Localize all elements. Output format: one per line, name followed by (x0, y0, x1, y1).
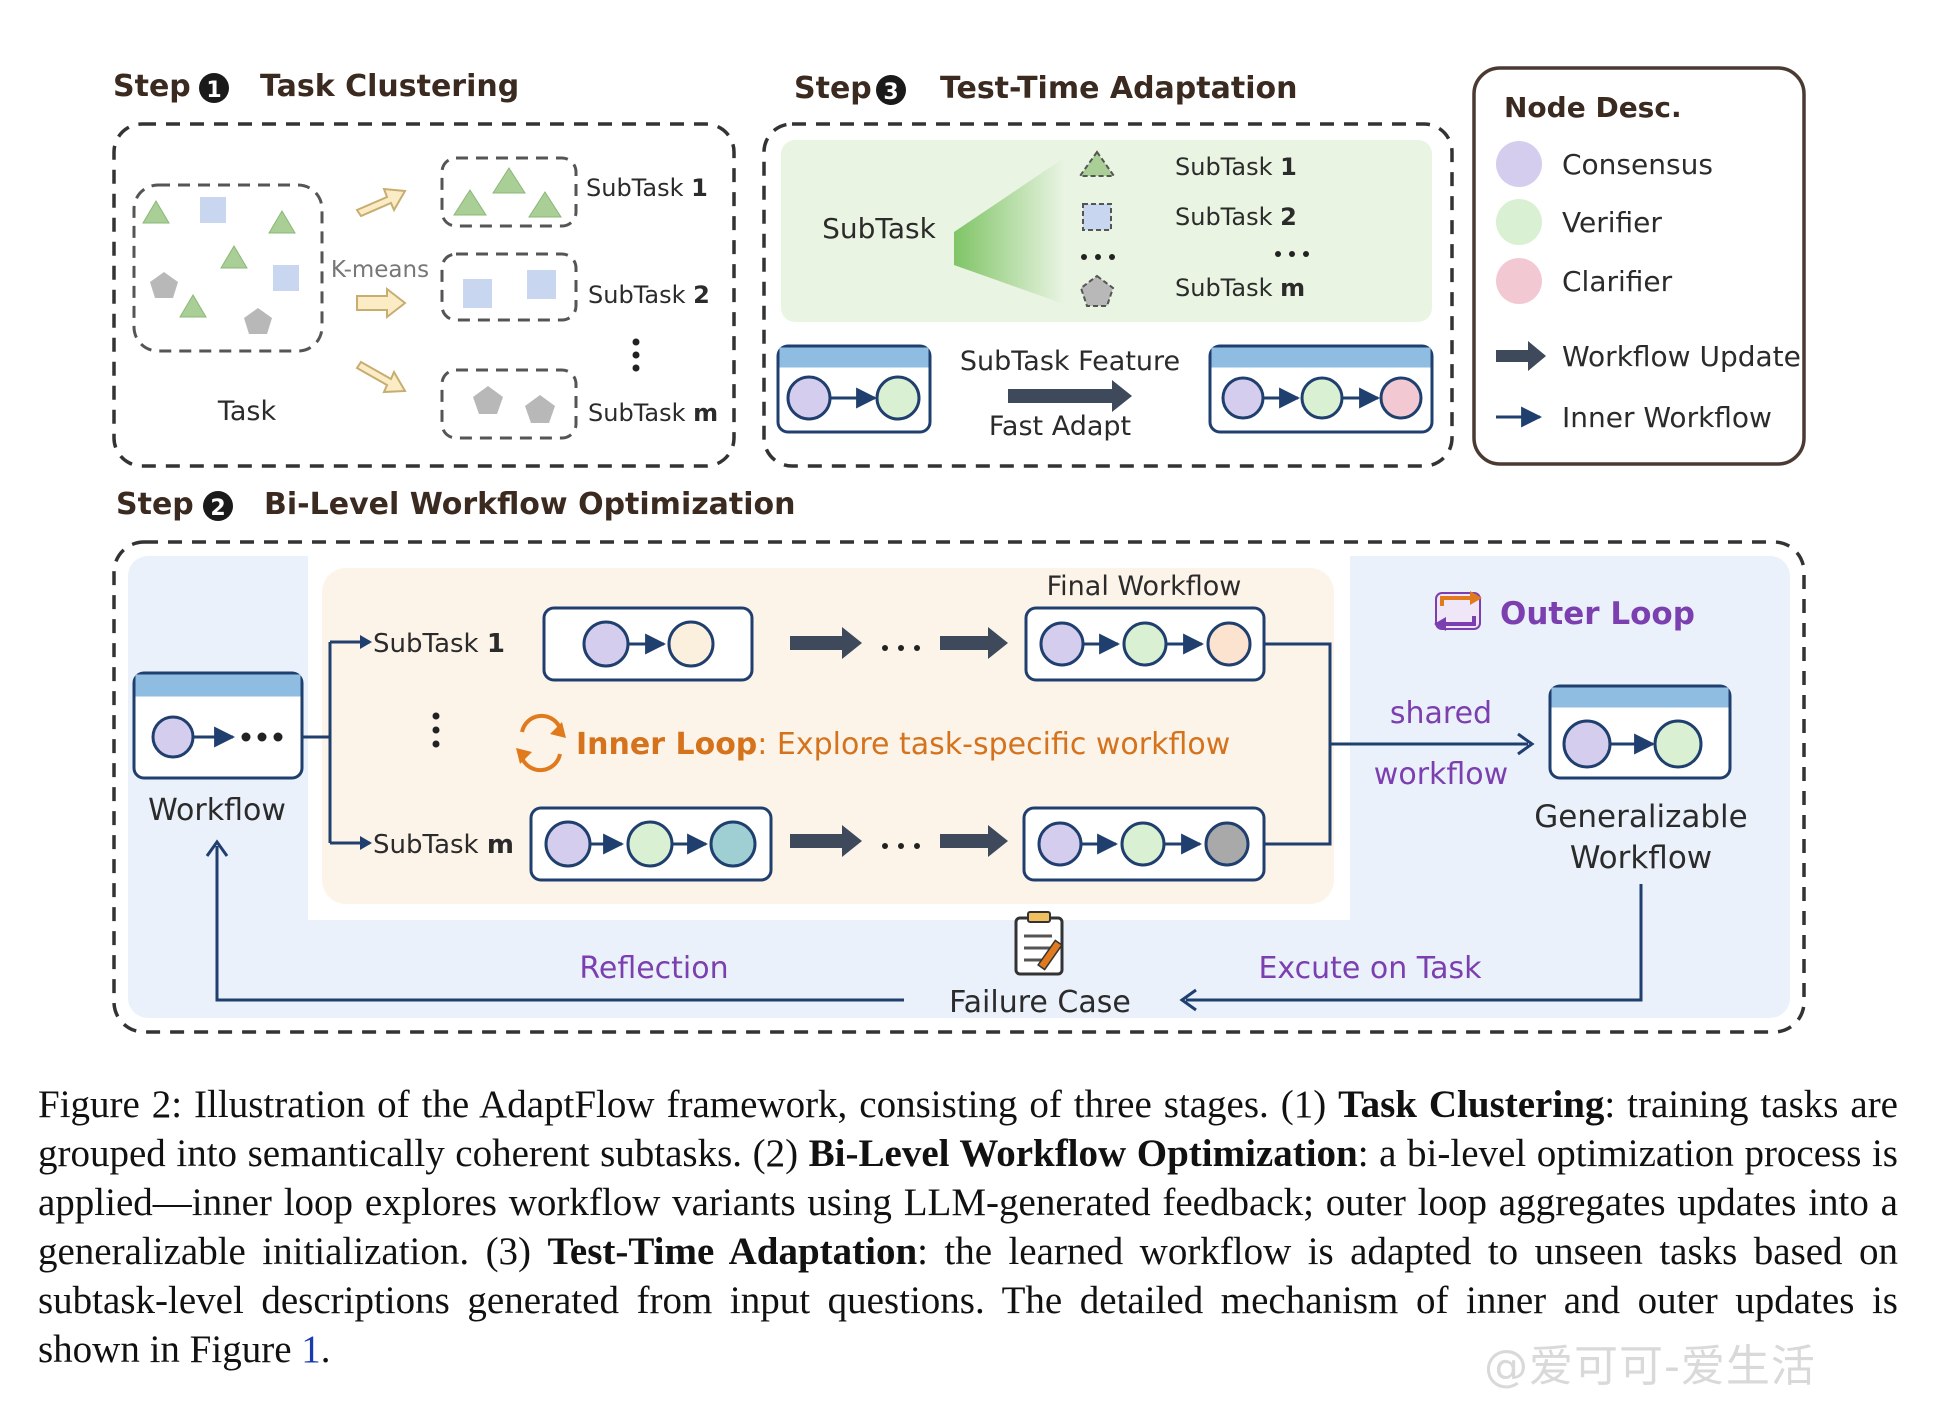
step2-label: Step (116, 487, 194, 522)
step3-subtask-label: SubTask (822, 212, 937, 245)
fast-adapt-label: Fast Adapt (989, 411, 1131, 442)
shared-label: shared (1390, 696, 1492, 731)
step3-subtask2-label: SubTask 2 (1175, 203, 1297, 231)
subtaskm-update-arrow-a (790, 825, 862, 857)
reflection-label: Reflection (579, 951, 728, 986)
reflection-line (215, 846, 904, 1002)
step1-number: 1 (206, 78, 221, 103)
fast-adapt-arrow (1008, 380, 1132, 412)
subtaskm-dots (882, 843, 920, 849)
step1-header: Step 1 Task Clustering (113, 69, 519, 104)
step1-panel (112, 122, 736, 468)
step3-title: Test-Time Adaptation (940, 71, 1297, 106)
feature-cone (954, 158, 1064, 304)
legend-workflow-update-label: Workflow Update (1562, 340, 1801, 373)
step3-number: 3 (883, 80, 898, 105)
step2-number: 2 (210, 496, 225, 521)
step1-label: Step (113, 69, 191, 104)
outer-loop-label: Outer Loop (1500, 596, 1695, 632)
inner-vertical-ellipsis (432, 712, 440, 748)
main-workflow-label: Workflow (148, 793, 286, 828)
step3-subtask1-label: SubTask 1 (1175, 153, 1297, 181)
step3-label: Step (794, 71, 872, 106)
subtask-feature-label: SubTask Feature (960, 346, 1180, 377)
workflow-word-label: workflow (1374, 757, 1508, 792)
step2-header: Step 2 Bi-Level Workflow Optimization (116, 487, 796, 522)
legend-consensus-label: Consensus (1562, 148, 1713, 181)
legend-inner-workflow-label: Inner Workflow (1562, 401, 1772, 434)
step2-title: Bi-Level Workflow Optimization (264, 487, 796, 522)
legend-verifier-swatch (1496, 199, 1542, 245)
subtask1-box (440, 156, 578, 228)
caption-bold-bilevel: Bi-Level Workflow Optimization (808, 1132, 1358, 1175)
subtask1-dots (882, 645, 920, 651)
subtaskm-update-arrow-b (940, 825, 1008, 857)
subtask1-final-workflow (1024, 606, 1266, 682)
subtask2-box (440, 252, 578, 322)
step1-vertical-ellipsis (632, 338, 640, 372)
figure-caption: Figure 2: Illustration of the AdaptFlow … (38, 1083, 1898, 1371)
step3-header: Step 3 Test-Time Adaptation (794, 71, 1297, 106)
legend-title: Node Desc. (1504, 91, 1682, 124)
legend-consensus-swatch (1496, 141, 1542, 187)
branch-lines (302, 640, 370, 845)
generalizable-label-2: Workflow (1570, 840, 1712, 876)
task-shapes (142, 197, 299, 334)
step3-initial-workflow (776, 344, 932, 434)
subtask2-shapes (463, 270, 556, 308)
step3-dots (1081, 251, 1309, 260)
subtask1-shapes (453, 167, 562, 218)
subtask1-update-arrow-a (790, 627, 862, 659)
merge-lines (1264, 642, 1528, 846)
excute-label: Excute on Task (1258, 951, 1482, 986)
adaptflow-diagram: Step 1 Task Clustering Task K-means (112, 66, 1806, 1034)
final-workflow-label: Final Workflow (1047, 571, 1242, 602)
generalizable-workflow-box (1548, 684, 1732, 780)
step3-panel (762, 122, 1454, 468)
inner-subtask1-label: SubTask 1 (373, 629, 505, 659)
step1-subtask1-label: SubTask 1 (586, 174, 708, 202)
clipboard-icon (1014, 911, 1064, 976)
task-label: Task (217, 396, 277, 427)
inner-subtaskm-label: SubTask m (373, 830, 514, 860)
caption-bold-task-clustering: Task Clustering (1338, 1083, 1605, 1126)
figure-reference-link[interactable]: 1 (301, 1328, 321, 1371)
inner-loop-icon (516, 713, 566, 773)
caption-bold-test-time: Test-Time Adaptation (547, 1230, 918, 1273)
legend-workflow-update-icon (1496, 341, 1546, 371)
excute-line (1186, 884, 1643, 1002)
step1-title: Task Clustering (260, 69, 519, 104)
kmeans-label: K-means (331, 257, 429, 283)
legend-clarifier-swatch (1496, 258, 1542, 304)
outer-loop-icon (1434, 591, 1482, 631)
kmeans-arrows (355, 187, 407, 394)
watermark: @爱可可-爱生活 (1484, 1341, 1816, 1392)
subtaskm-shapes (473, 386, 555, 423)
step3-adapted-workflow (1208, 344, 1434, 434)
legend-verifier-label: Verifier (1562, 206, 1662, 239)
legend-clarifier-label: Clarifier (1562, 265, 1673, 298)
subtaskm-workflow-start (529, 806, 773, 882)
subtaskm-box (440, 368, 578, 440)
step3-subtaskm-label: SubTask m (1175, 274, 1305, 302)
failure-case-label: Failure Case (949, 985, 1131, 1020)
subtaskm-final-workflow (1022, 806, 1266, 882)
subtask1-workflow-start (542, 606, 754, 682)
task-cluster-box (132, 183, 324, 353)
generalizable-label-1: Generalizable (1534, 799, 1747, 835)
step1-subtaskm-label: SubTask m (588, 399, 718, 427)
main-workflow-box (132, 671, 304, 780)
subtask1-update-arrow-b (940, 627, 1008, 659)
legend-panel (1472, 66, 1806, 466)
step3-list-icons (1078, 150, 1116, 307)
step1-subtask2-label: SubTask 2 (588, 281, 710, 309)
inner-loop-text: Inner Loop: Explore task-specific workfl… (576, 727, 1230, 762)
